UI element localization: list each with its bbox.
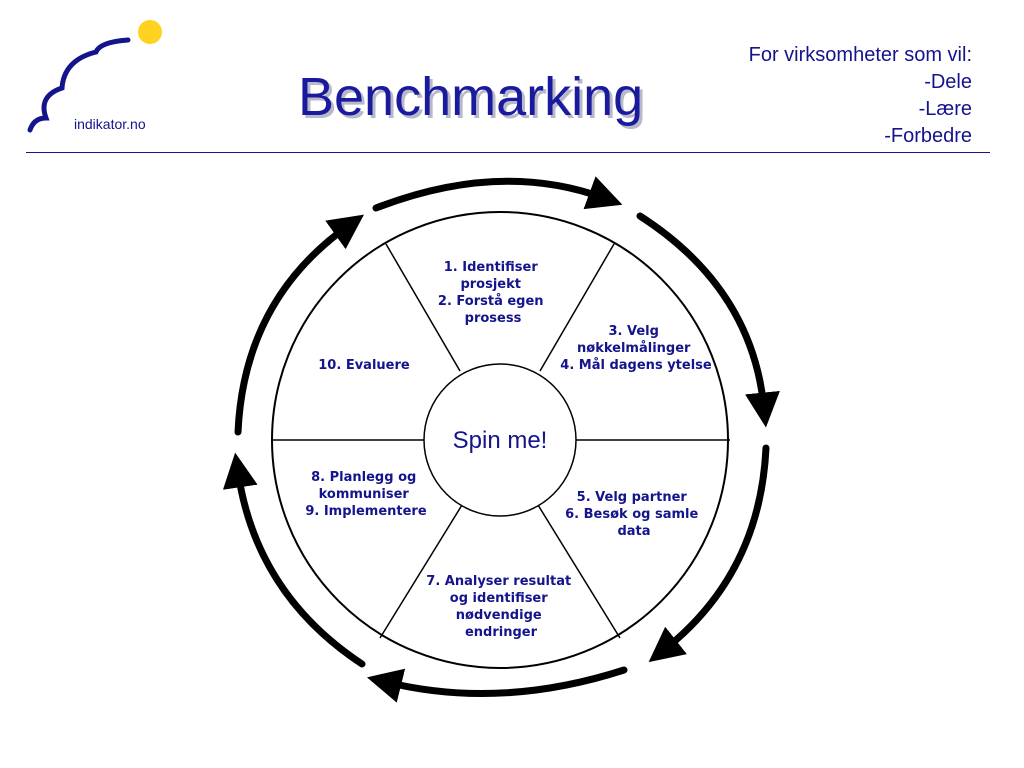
segment-line: 5. Velg partner bbox=[577, 490, 688, 505]
page-title: Benchmarking bbox=[298, 67, 644, 127]
segment-line: 7. Analyser resultat bbox=[426, 574, 571, 589]
wheel-spoke bbox=[379, 504, 463, 639]
tagline-line: -Dele bbox=[924, 71, 972, 93]
sun-icon bbox=[138, 20, 162, 44]
segment-line: 2. Forstå egen bbox=[438, 294, 544, 309]
tagline: For virksomheter som vil: -Dele -Lære -F… bbox=[749, 42, 972, 150]
segment-line: 1. Identifiser bbox=[444, 260, 539, 275]
cycle-arrow-bottom-left bbox=[222, 452, 366, 668]
hill-curve-icon bbox=[27, 37, 131, 133]
segment-line: 3. Velg bbox=[609, 324, 659, 339]
tagline-line: For virksomheter som vil: bbox=[748, 44, 972, 66]
segment-label-plan: 8. Planlegg og kommuniser 9. Implementer… bbox=[305, 470, 427, 519]
tagline-line: -Lære bbox=[918, 98, 972, 120]
segment-line: endringer bbox=[465, 625, 538, 640]
segment-label-identify: 1. Identifiser prosjekt 2. Forstå egen p… bbox=[438, 260, 548, 326]
segment-label-partner: 5. Velg partner 6. Besøk og samle data bbox=[565, 490, 703, 539]
cycle-arrow-top bbox=[372, 176, 623, 212]
segment-line: 8. Planlegg og bbox=[311, 470, 416, 485]
cycle-arrow-top-left bbox=[234, 214, 364, 436]
wheel-spoke bbox=[537, 504, 621, 639]
segment-line: prosess bbox=[465, 311, 522, 326]
segment-line: 6. Besøk og samle bbox=[565, 507, 698, 522]
spin-hub[interactable] bbox=[423, 363, 577, 517]
segment-line: nødvendige bbox=[456, 608, 542, 623]
logo-text: indikator.no bbox=[74, 116, 146, 132]
header-divider bbox=[26, 152, 990, 153]
cycle-arrow-top-right bbox=[636, 212, 780, 428]
cycle-arrow-bottom-right bbox=[648, 444, 770, 663]
segment-label-evaluate: 10. Evaluere bbox=[318, 358, 410, 373]
wheel-spoke bbox=[385, 243, 461, 372]
segment-line: 4. Mål dagens ytelse bbox=[560, 358, 712, 373]
segment-line: kommuniser bbox=[319, 487, 410, 502]
segment-line: 9. Implementere bbox=[305, 504, 427, 519]
indikator-logo bbox=[27, 20, 162, 133]
segment-line: prosjekt bbox=[460, 277, 521, 292]
segment-label-analyse: 7. Analyser resultat og identifiser nødv… bbox=[426, 574, 575, 640]
wheel-spoke bbox=[539, 243, 615, 372]
spin-me-label[interactable]: Spin me! bbox=[453, 427, 548, 454]
cycle-arrow-bottom bbox=[366, 666, 628, 703]
tagline-line: -Forbedre bbox=[884, 125, 972, 147]
segment-line: 10. Evaluere bbox=[318, 358, 410, 373]
segment-line: nøkkelmålinger bbox=[577, 341, 691, 356]
segment-label-measures: 3. Velg nøkkelmålinger 4. Mål dagens yte… bbox=[560, 324, 712, 373]
segment-line: og identifiser bbox=[450, 591, 548, 606]
segment-line: data bbox=[617, 524, 650, 539]
